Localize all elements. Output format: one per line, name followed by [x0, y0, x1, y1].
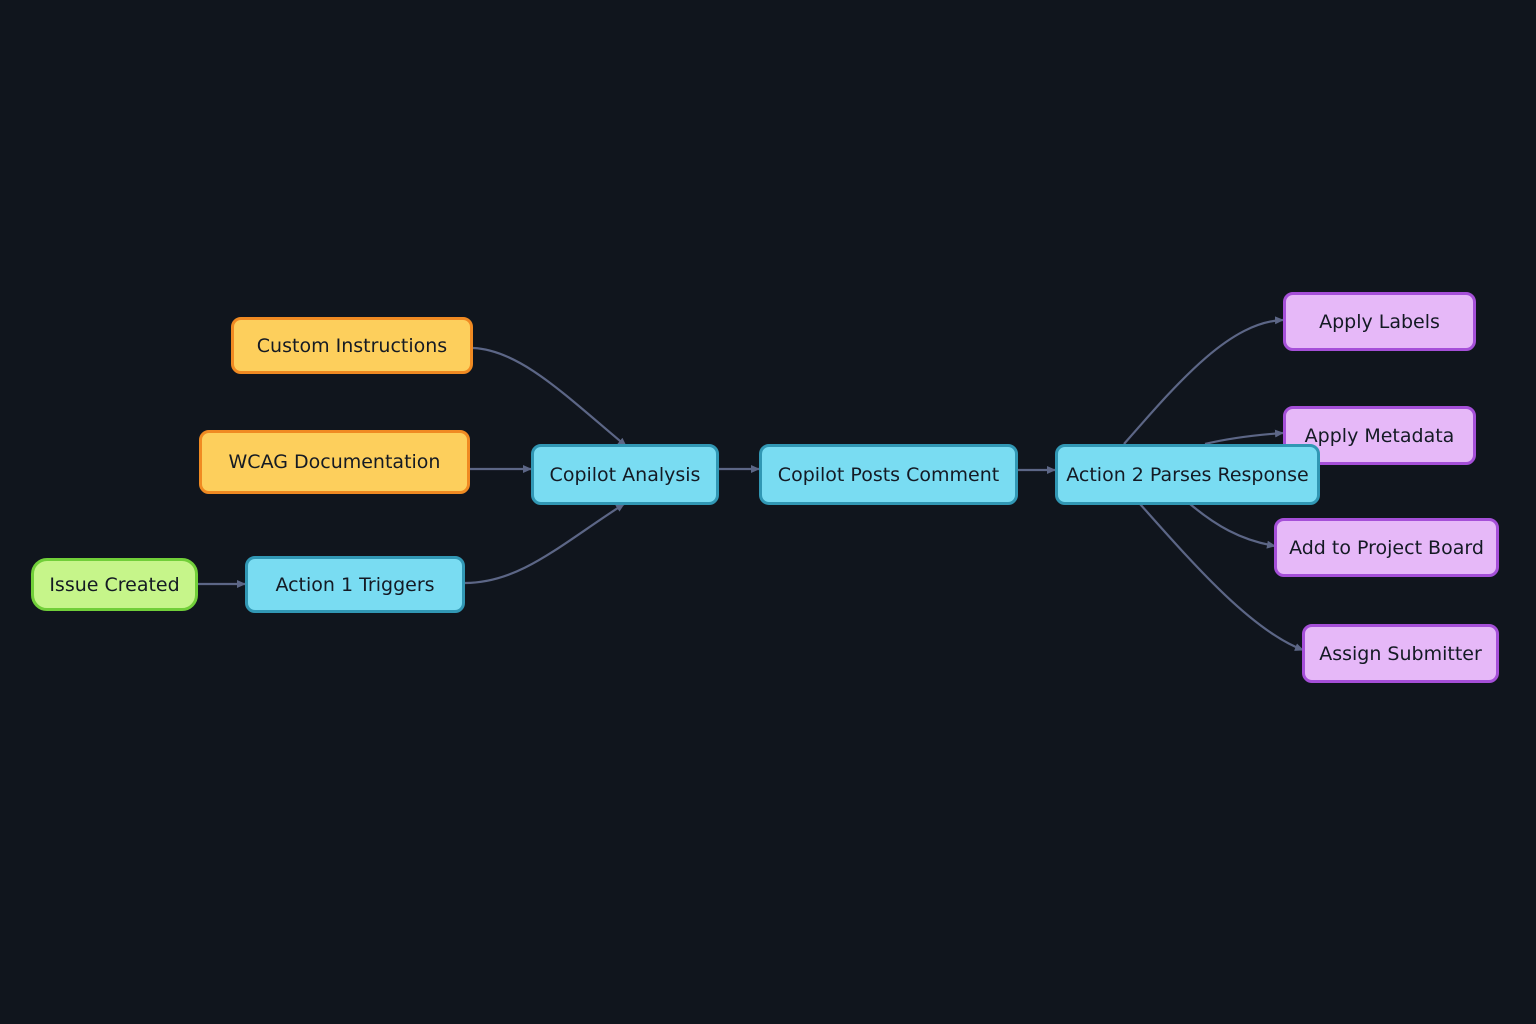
- node-custom-instructions[interactable]: Custom Instructions: [231, 317, 473, 374]
- node-issue-created-label: Issue Created: [49, 573, 180, 596]
- edge-custom-instructions-to-copilot-analysis: [472, 346, 627, 447]
- node-add-to-project-board-label: Add to Project Board: [1289, 536, 1484, 559]
- edge-action-2-parses-response-to-assign-submitter: [1139, 503, 1304, 652]
- edge-action-2-parses-response-to-apply-metadata: [1204, 429, 1284, 446]
- node-issue-created[interactable]: Issue Created: [31, 558, 198, 611]
- node-add-to-project-board[interactable]: Add to Project Board: [1274, 518, 1499, 577]
- node-assign-submitter[interactable]: Assign Submitter: [1302, 624, 1499, 683]
- node-action-1-triggers[interactable]: Action 1 Triggers: [245, 556, 465, 613]
- edge-action-2-parses-response-to-apply-labels: [1123, 316, 1284, 445]
- node-copilot-posts-comment[interactable]: Copilot Posts Comment: [759, 444, 1018, 505]
- node-copilot-analysis[interactable]: Copilot Analysis: [531, 444, 719, 505]
- node-apply-labels-label: Apply Labels: [1319, 310, 1440, 333]
- node-action-1-triggers-label: Action 1 Triggers: [275, 573, 435, 596]
- node-assign-submitter-label: Assign Submitter: [1319, 642, 1482, 665]
- edge-action-2-parses-response-to-add-to-project-board: [1189, 503, 1276, 549]
- node-wcag-documentation[interactable]: WCAG Documentation: [199, 430, 470, 494]
- node-custom-instructions-label: Custom Instructions: [256, 334, 448, 357]
- node-action-2-parses-response-label: Action 2 Parses Response: [1066, 463, 1309, 486]
- node-action-2-parses-response[interactable]: Action 2 Parses Response: [1055, 444, 1320, 505]
- node-apply-metadata-label: Apply Metadata: [1304, 424, 1455, 447]
- node-copilot-analysis-label: Copilot Analysis: [549, 463, 701, 486]
- node-wcag-documentation-label: WCAG Documentation: [228, 451, 441, 473]
- node-apply-labels[interactable]: Apply Labels: [1283, 292, 1476, 351]
- edge-action-1-triggers-to-copilot-analysis: [464, 503, 625, 585]
- node-copilot-posts-comment-label: Copilot Posts Comment: [777, 463, 1000, 486]
